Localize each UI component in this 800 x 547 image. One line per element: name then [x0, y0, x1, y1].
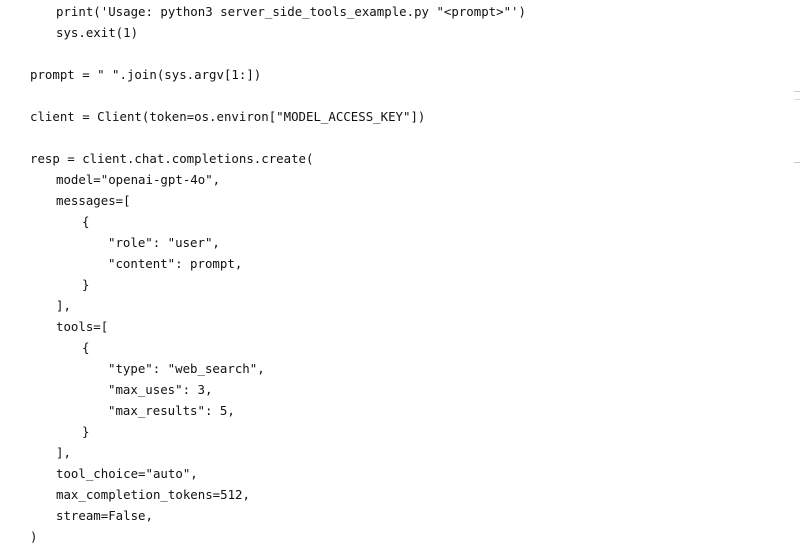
code-line: stream=False,	[56, 508, 153, 523]
code-line: "role": "user",	[108, 235, 220, 250]
code-line: "max_uses": 3,	[108, 382, 213, 397]
code-line: client = Client(token=os.environ["MODEL_…	[30, 109, 426, 124]
code-line: resp = client.chat.completions.create(	[30, 151, 314, 166]
scroll-edge-mark	[794, 162, 800, 163]
scroll-edge-mark	[794, 99, 800, 100]
code-line: ],	[56, 445, 71, 460]
code-line: model="openai-gpt-4o",	[56, 172, 221, 187]
code-line: {	[82, 214, 90, 229]
code-line: "content": prompt,	[108, 256, 243, 271]
code-line: max_completion_tokens=512,	[56, 487, 250, 502]
code-editor: print('Usage: python3 server_side_tools_…	[30, 4, 800, 544]
code-line: tools=[	[56, 319, 109, 334]
code-line: messages=[	[56, 193, 131, 208]
code-line: print('Usage: python3 server_side_tools_…	[56, 4, 526, 19]
code-line: ],	[56, 298, 71, 313]
code-line	[30, 127, 800, 148]
code-line: "type": "web_search",	[108, 361, 265, 376]
code-line: tool_choice="auto",	[56, 466, 198, 481]
code-line: }	[82, 424, 90, 439]
code-line: sys.exit(1)	[56, 25, 139, 40]
code-line: }	[82, 277, 90, 292]
code-line: prompt = " ".join(sys.argv[1:])	[30, 67, 262, 82]
code-line: "max_results": 5,	[108, 403, 235, 418]
code-line: )	[30, 529, 38, 544]
code-line	[30, 85, 800, 106]
code-line: {	[82, 340, 90, 355]
code-line	[30, 43, 800, 64]
scroll-edge-mark	[794, 91, 800, 92]
